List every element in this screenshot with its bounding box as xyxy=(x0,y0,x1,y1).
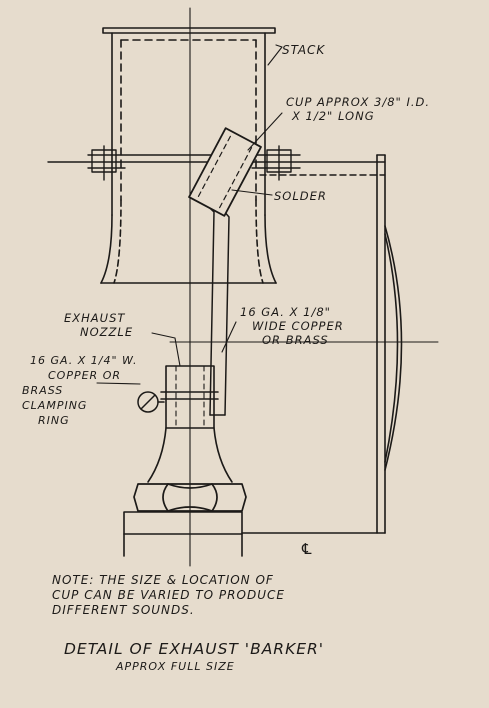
label-strap-line3: OR BRASS xyxy=(262,333,329,347)
label-solder: SOLDER xyxy=(274,189,327,203)
drawing-subtitle: APPROX FULL SIZE xyxy=(115,660,235,673)
exhaust-nozzle xyxy=(147,365,233,483)
label-ring-line5: RING xyxy=(38,414,70,427)
label-ring-line4: CLAMPING xyxy=(22,399,87,412)
label-ring-line3: BRASS xyxy=(22,384,63,397)
note-line2: CUP CAN BE VARIED TO PRODUCE xyxy=(52,588,285,602)
note-line3: DIFFERENT SOUNDS. xyxy=(52,603,195,617)
cup xyxy=(188,127,262,217)
label-strap-line1: 16 GA. X 1/8" xyxy=(240,305,331,319)
drawing-title: DETAIL OF EXHAUST 'BARKER' xyxy=(64,640,324,658)
label-cup-line2: X 1/2" LONG xyxy=(291,109,375,123)
note-line1: NOTE: THE SIZE & LOCATION OF xyxy=(52,573,274,587)
label-exhaust-line1: EXHAUST xyxy=(64,311,125,325)
note-block: NOTE: THE SIZE & LOCATION OF CUP CAN BE … xyxy=(52,573,285,617)
clamping-screw xyxy=(137,391,165,413)
centerline-symbol: ℄ xyxy=(300,540,314,558)
smoke-stack xyxy=(100,27,277,284)
smokebox-front xyxy=(376,154,386,534)
hex-nut xyxy=(133,483,247,512)
leader-lines xyxy=(96,44,283,385)
label-stack: STACK xyxy=(282,43,325,57)
smokebox-door xyxy=(384,225,403,471)
part-labels: STACK CUP APPROX 3/8" I.D. X 1/2" LONG S… xyxy=(22,43,430,558)
base-plate xyxy=(123,511,386,557)
label-exhaust-line2: NOZZLE xyxy=(80,325,133,339)
label-cup-line1: CUP APPROX 3/8" I.D. xyxy=(286,95,430,109)
title-block: DETAIL OF EXHAUST 'BARKER' APPROX FULL S… xyxy=(64,640,324,673)
label-ring-line1: 16 GA. X 1/4" W. xyxy=(30,354,138,367)
label-strap-line2: WIDE COPPER xyxy=(252,319,344,333)
label-ring-line2: COPPER OR xyxy=(48,369,121,382)
